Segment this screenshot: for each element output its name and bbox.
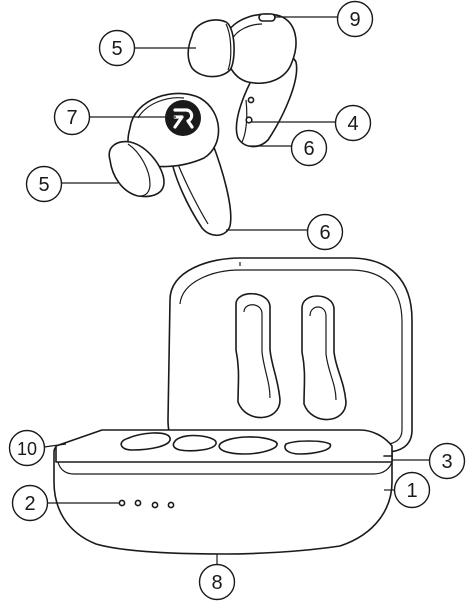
callout-4: 4 <box>334 104 372 142</box>
callout-5-lower-label: 5 <box>38 174 49 196</box>
callout-2: 2 <box>11 484 49 522</box>
callout-8: 8 <box>198 563 236 601</box>
battery-led-3 <box>151 501 159 509</box>
callout-1: 1 <box>393 471 431 509</box>
callout-3: 3 <box>428 442 466 480</box>
callout-10: 10 <box>8 429 46 467</box>
mic-dot-lower <box>245 116 253 124</box>
callout-1-label: 1 <box>406 480 417 502</box>
callout-7-label: 7 <box>66 107 77 129</box>
callout-5-lower: 5 <box>25 165 63 203</box>
callout-5-upper: 5 <box>98 29 136 67</box>
callout-6-upper-label: 6 <box>303 138 314 160</box>
callout-6-lower-label: 6 <box>319 222 330 244</box>
case-lid <box>167 257 413 453</box>
battery-led-4 <box>167 501 175 509</box>
callout-5-upper-label: 5 <box>111 38 122 60</box>
callout-2-label: 2 <box>24 493 35 515</box>
callout-10-label: 10 <box>17 439 37 459</box>
callout-4-label: 4 <box>347 113 358 135</box>
earbud-front <box>108 92 232 237</box>
callout-6-lower: 6 <box>306 213 344 251</box>
mic-dot-upper <box>247 96 255 104</box>
battery-led-1 <box>118 499 126 507</box>
callout-9-label: 9 <box>349 9 360 31</box>
callout-6-upper: 6 <box>290 129 328 167</box>
leader-lines <box>43 16 430 565</box>
eartip-back <box>187 19 235 78</box>
callout-3-label: 3 <box>441 451 452 473</box>
callout-8-label: 8 <box>211 572 222 594</box>
callout-7: 7 <box>53 98 91 136</box>
battery-led-2 <box>134 499 142 507</box>
callout-9: 9 <box>336 0 374 38</box>
led-indicator <box>258 13 276 22</box>
charging-case <box>53 257 413 555</box>
